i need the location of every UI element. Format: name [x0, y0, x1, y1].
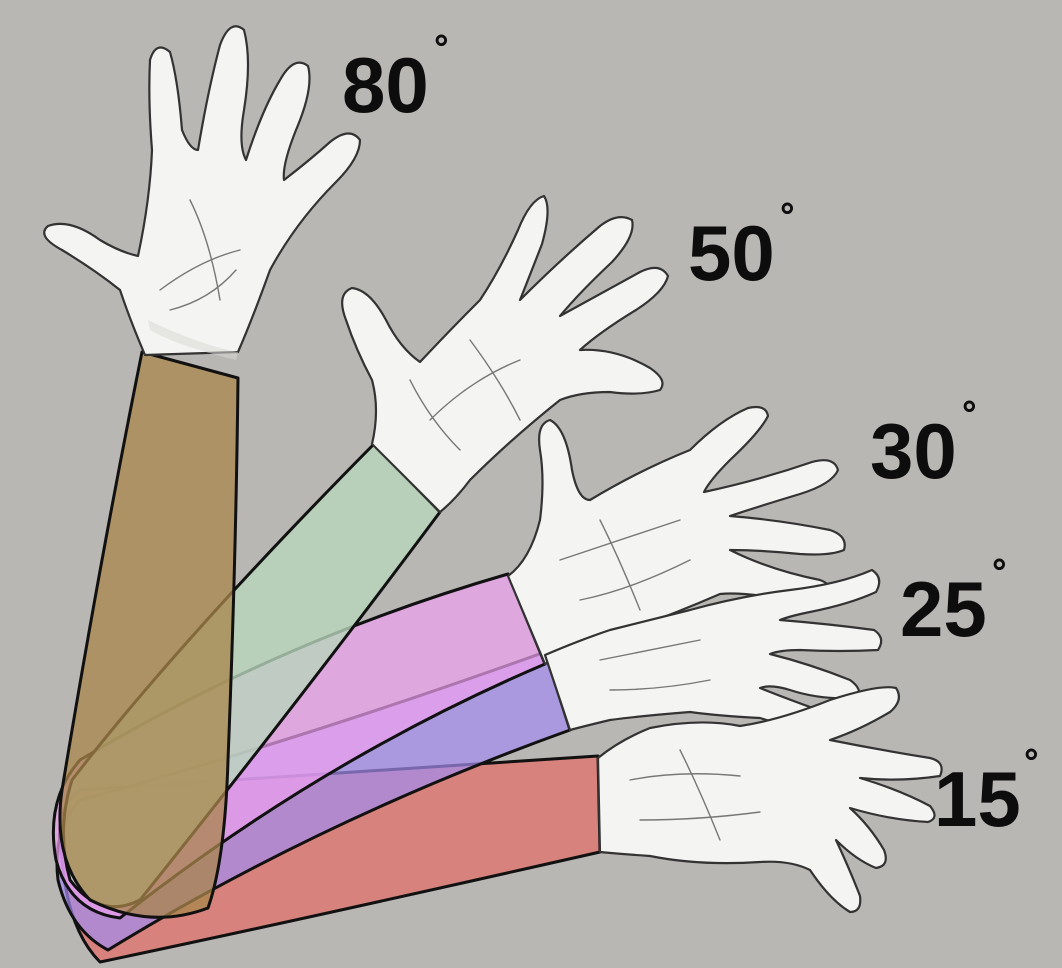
hand-15 [598, 687, 942, 912]
arm-80 [60, 352, 238, 917]
hand-80 [44, 26, 360, 360]
angle-label-15: 15˚ [934, 744, 1040, 843]
angle-label-30: 30˚ [870, 396, 978, 495]
angle-label-80: 80˚ [342, 30, 450, 129]
hand-15-shape [598, 687, 942, 912]
angle-label-50: 50˚ [688, 198, 796, 297]
hand-80-shape [44, 26, 360, 355]
angle-label-25: 25˚ [900, 554, 1008, 653]
arm-sleeve-80 [60, 352, 238, 917]
